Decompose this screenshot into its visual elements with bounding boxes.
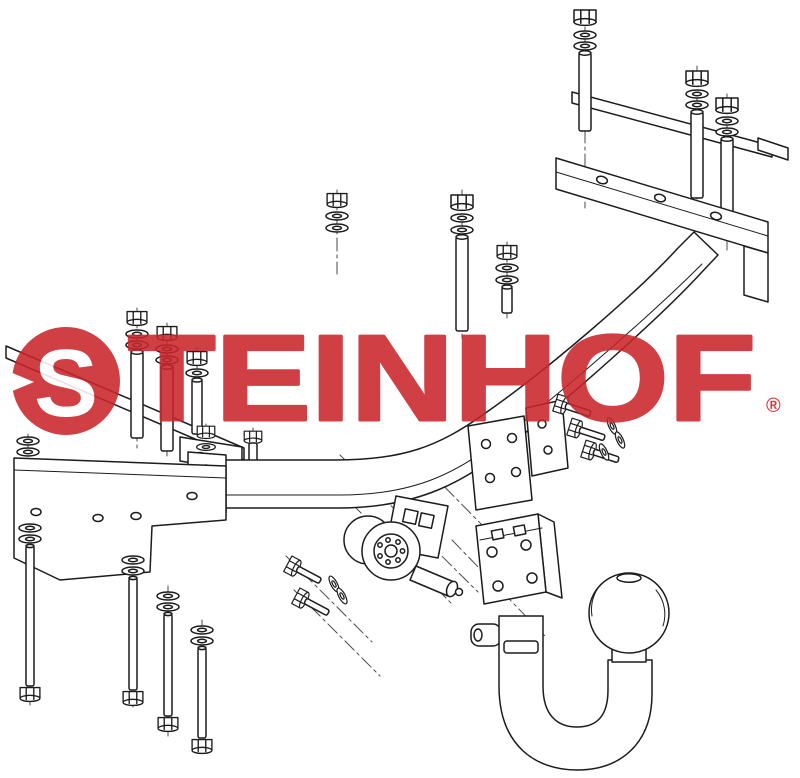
brand-emblem-s: S: [34, 330, 98, 437]
hex-bolts-socket: [283, 555, 350, 616]
bolt-assembly-f: [185, 350, 209, 435]
release-handle: [470, 623, 502, 647]
left-side-mounting-plate: [13, 457, 227, 581]
upper-support-strip: [571, 91, 789, 161]
long-bolt-h: [121, 555, 145, 707]
stud-assembly-d: [125, 310, 149, 439]
hex-bolts-mid: [552, 393, 628, 463]
electrical-socket: [343, 515, 464, 598]
bolt-assembly-top-2: [685, 70, 709, 199]
brand-emblem: [12, 327, 120, 435]
stud-assembly-c: [495, 244, 519, 314]
long-bolt-j: [190, 625, 214, 755]
brand-wordmark: TEINHOF: [128, 310, 756, 446]
stud-assembly-b: [450, 194, 474, 332]
swan-neck-towball: [470, 572, 670, 771]
bolt-assembly-top-1: [573, 9, 597, 132]
bumper-bracket: [475, 513, 563, 605]
towball: [588, 572, 670, 654]
brand-logo: S TEINHOF ®: [10, 309, 781, 448]
registered-trademark: ®: [766, 395, 781, 417]
nut-washer-stack-a: [325, 192, 349, 233]
long-bolt-g: [18, 523, 42, 703]
upper-mounting-bracket: [555, 157, 769, 303]
stud-assembly-e: [155, 325, 179, 452]
ball-mounting-plates: [467, 399, 569, 511]
long-bolt-i: [156, 591, 180, 733]
bolt-assembly-top-3: [715, 97, 739, 222]
